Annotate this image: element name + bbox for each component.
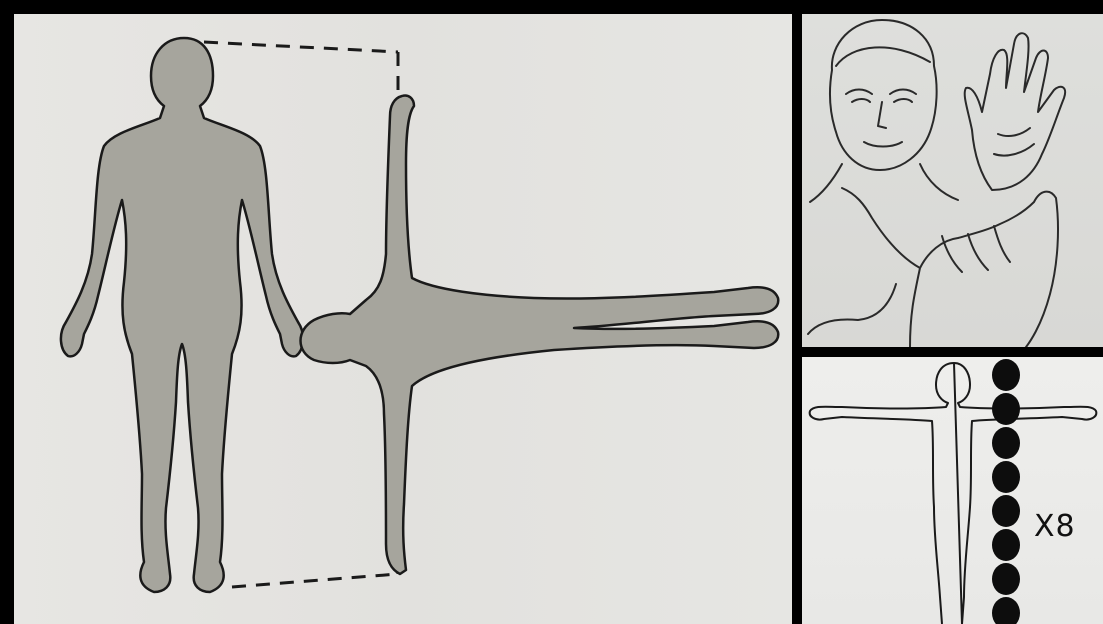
standing-figure xyxy=(61,38,303,592)
face-sketch xyxy=(830,20,937,170)
face-hands-sketch-panel xyxy=(802,14,1103,347)
body-proportions-drawing xyxy=(14,14,792,624)
t-pose-figure xyxy=(810,363,1097,624)
eight-heads-figure xyxy=(802,357,1103,624)
eight-heads-panel: X8 xyxy=(802,357,1103,624)
head-unit xyxy=(992,563,1020,595)
head-units-column xyxy=(992,359,1020,624)
multiplier-label: X8 xyxy=(1034,509,1076,544)
head-unit xyxy=(992,427,1020,459)
shaka-hand-sketch xyxy=(842,188,1058,347)
open-hand-sketch xyxy=(965,33,1065,190)
body-proportions-panel xyxy=(14,14,792,624)
head-unit xyxy=(992,529,1020,561)
head-unit xyxy=(992,359,1020,391)
horizontal-figure xyxy=(301,95,779,574)
head-unit xyxy=(992,461,1020,493)
head-unit xyxy=(992,495,1020,527)
head-unit xyxy=(992,597,1020,624)
face-hands-sketch xyxy=(802,14,1103,347)
head-unit xyxy=(992,393,1020,425)
